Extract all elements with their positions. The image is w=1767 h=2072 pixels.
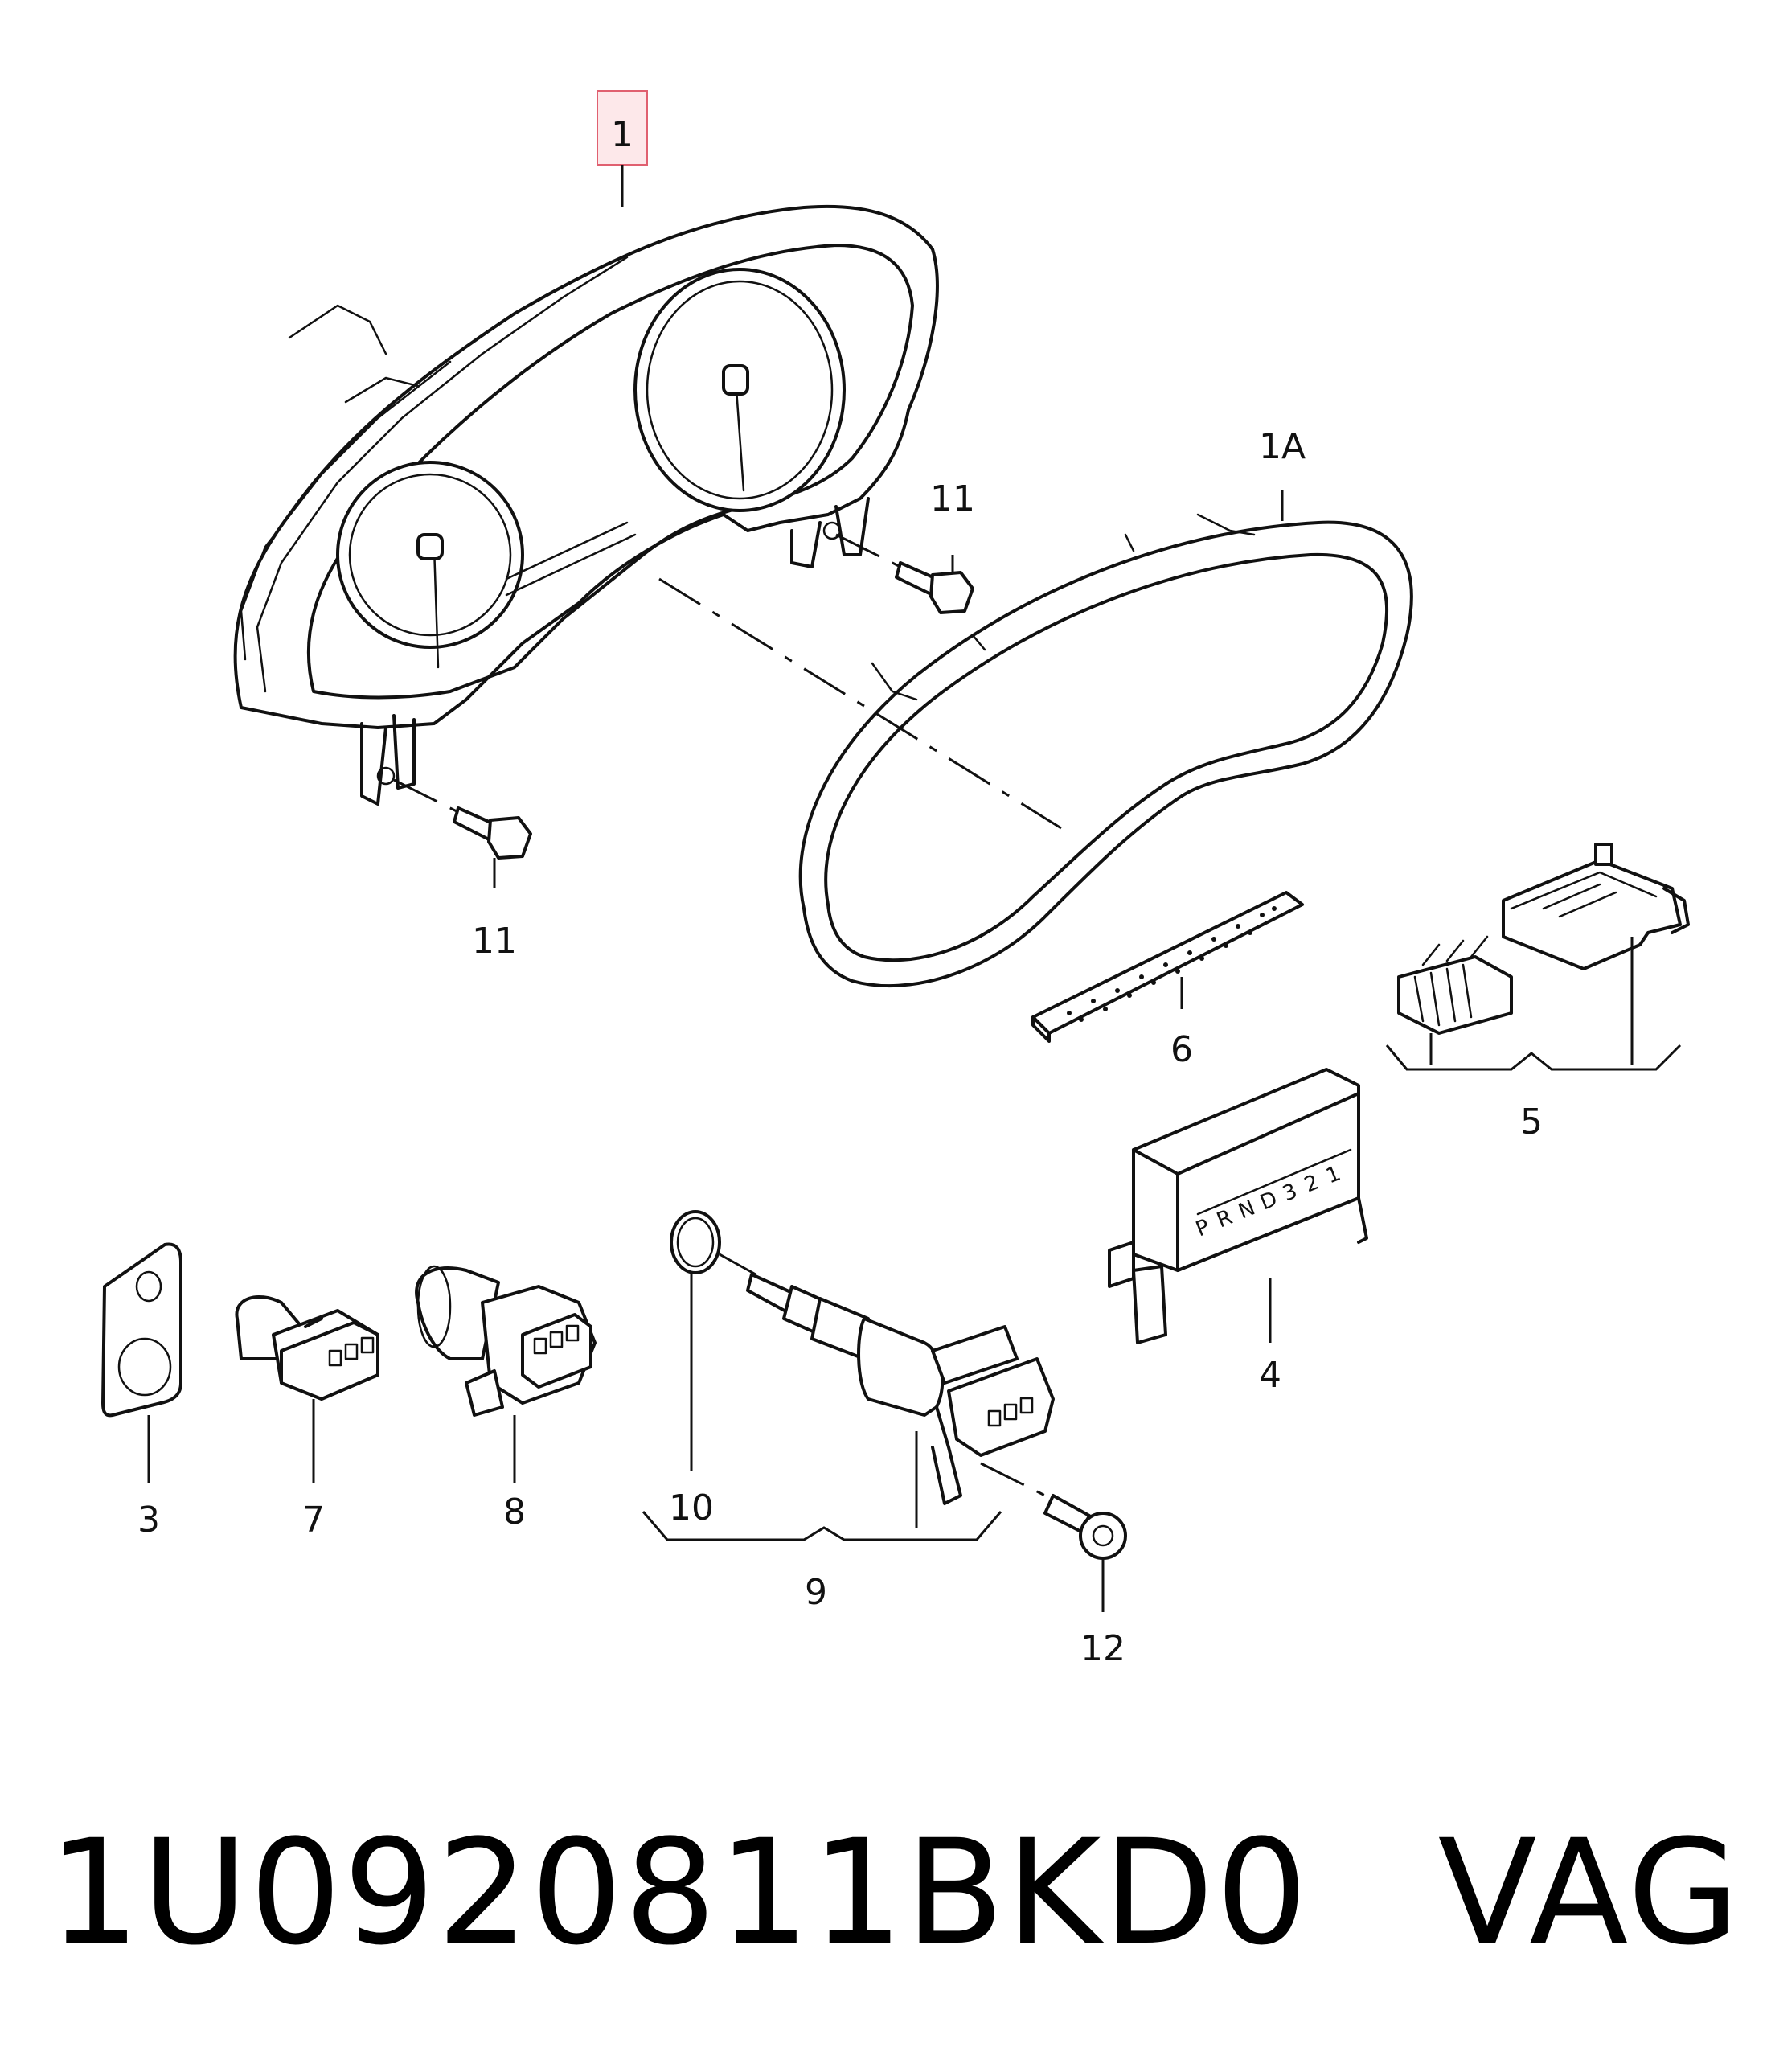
- gear-indicator-module: P R N D 3 2 1: [1108, 1068, 1368, 1344]
- callout-1-highlight: [597, 90, 648, 166]
- connector-set: [1397, 843, 1690, 1035]
- callout-7: 7: [302, 1500, 325, 1541]
- callout-9: 9: [805, 1572, 827, 1613]
- gasket: [101, 1242, 182, 1418]
- bracket-9: [642, 1511, 1002, 1541]
- callout-1a: 1A: [1259, 426, 1306, 467]
- part-number: 1U0920811BKD0: [48, 1809, 1310, 1977]
- callout-1: 1: [611, 114, 633, 155]
- screw-12: [1043, 1494, 1127, 1560]
- o-ring: [670, 1210, 756, 1276]
- callout-8: 8: [503, 1491, 526, 1532]
- foam-strip: [1031, 891, 1304, 1043]
- callout-4: 4: [1259, 1355, 1281, 1396]
- sensor-probe: [746, 1273, 1055, 1505]
- bracket-5: [1385, 1044, 1682, 1071]
- callout-11-upper: 11: [930, 478, 975, 519]
- brand: VAG: [1437, 1809, 1741, 1977]
- instrument-cluster: [233, 204, 939, 806]
- callout-3: 3: [137, 1500, 160, 1541]
- callout-6: 6: [1170, 1029, 1193, 1070]
- sensor-8: [415, 1265, 597, 1417]
- screw-11-lower: [393, 778, 532, 888]
- part-number-footer: 1U0920811BKD0 VAG: [48, 1809, 1741, 1977]
- assembly-line: [658, 577, 1062, 830]
- callout-11-lower: 11: [472, 921, 517, 962]
- bezel-seal: [798, 513, 1413, 987]
- callout-12: 12: [1080, 1628, 1125, 1669]
- callout-5: 5: [1520, 1102, 1543, 1143]
- screw-11-upper: [835, 533, 974, 614]
- callout-10: 10: [669, 1487, 714, 1528]
- sensor-7: [235, 1294, 379, 1401]
